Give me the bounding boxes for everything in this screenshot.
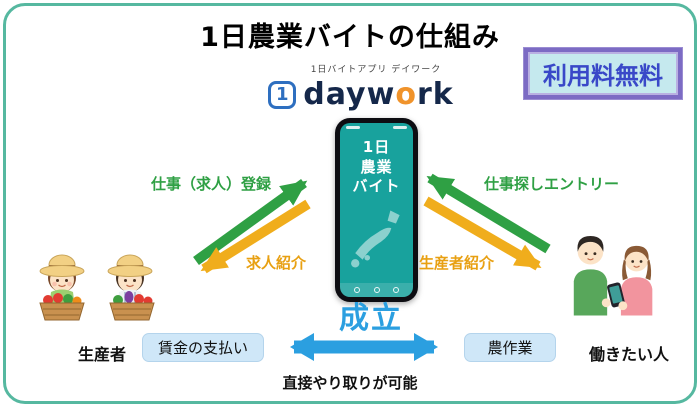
- worker-man: [573, 236, 608, 316]
- label-direct-exchange-note: 直接やり取りが可能: [282, 374, 418, 392]
- japan-map-graphic: [351, 210, 400, 268]
- status-bar: [346, 126, 407, 129]
- label-producer: 生産者: [78, 345, 127, 364]
- farm-work-box: 農作業: [464, 333, 556, 362]
- hand: [601, 298, 611, 308]
- app-screen-title: 1日 農業 バイト: [340, 138, 413, 197]
- app-title-line2: 農業: [360, 157, 393, 176]
- page-title: 1日農業バイトの仕組み: [200, 22, 500, 53]
- workers-illustration: [573, 236, 653, 316]
- daywork-logo: 1日バイトアプリ デイワーク 1 daywork: [256, 62, 466, 112]
- nav-dot-icon: [373, 287, 380, 293]
- worker-woman: [620, 245, 653, 316]
- label-worker: 働きたい人: [589, 345, 670, 364]
- brand-part2: rk: [416, 77, 454, 112]
- label-job-intro: 求人紹介: [246, 254, 307, 272]
- brand-row: 1 daywork: [256, 77, 466, 112]
- phone-in-hand: [607, 282, 625, 308]
- vegetable-basket-left: [39, 293, 85, 321]
- smartphone-mockup: 1日 農業 バイト: [335, 118, 418, 302]
- brand-part1: dayw: [303, 77, 396, 112]
- farmers-illustration: [39, 254, 155, 321]
- diagram-frame: 1日農業バイトの仕組み 利用料無料 1日バイトアプリ デイワーク 1 daywo…: [3, 3, 697, 404]
- app-icon-digit: 1: [276, 84, 289, 105]
- label-job-register: 仕事（求人）登録: [151, 175, 272, 193]
- phone-nav-bar: [340, 283, 413, 297]
- hand: [618, 301, 628, 311]
- app-title-line1: 1日: [362, 138, 391, 156]
- brand-wordmark: daywork: [303, 77, 453, 112]
- app-title-line3: バイト: [352, 177, 401, 195]
- logo-tagline: 1日バイトアプリ デイワーク: [310, 65, 442, 75]
- nav-dot-icon: [393, 287, 400, 293]
- wage-payment-box: 賃金の支払い: [142, 333, 264, 362]
- free-usage-badge: 利用料無料: [524, 48, 682, 99]
- label-producer-intro: 生産者紹介: [419, 254, 495, 272]
- label-established: 成立: [339, 301, 403, 336]
- vegetable-basket-right: [109, 291, 155, 321]
- brand-letter-o: o: [395, 77, 417, 112]
- signal-icon: [346, 126, 360, 129]
- battery-icon: [393, 126, 407, 129]
- label-worker-entry: 仕事探しエントリー: [484, 175, 620, 193]
- app-screen: 1日 農業 バイト: [340, 123, 413, 297]
- daywork-app-icon: 1: [268, 80, 297, 109]
- arrow-job-register: [193, 178, 308, 266]
- nav-dot-icon: [353, 287, 360, 293]
